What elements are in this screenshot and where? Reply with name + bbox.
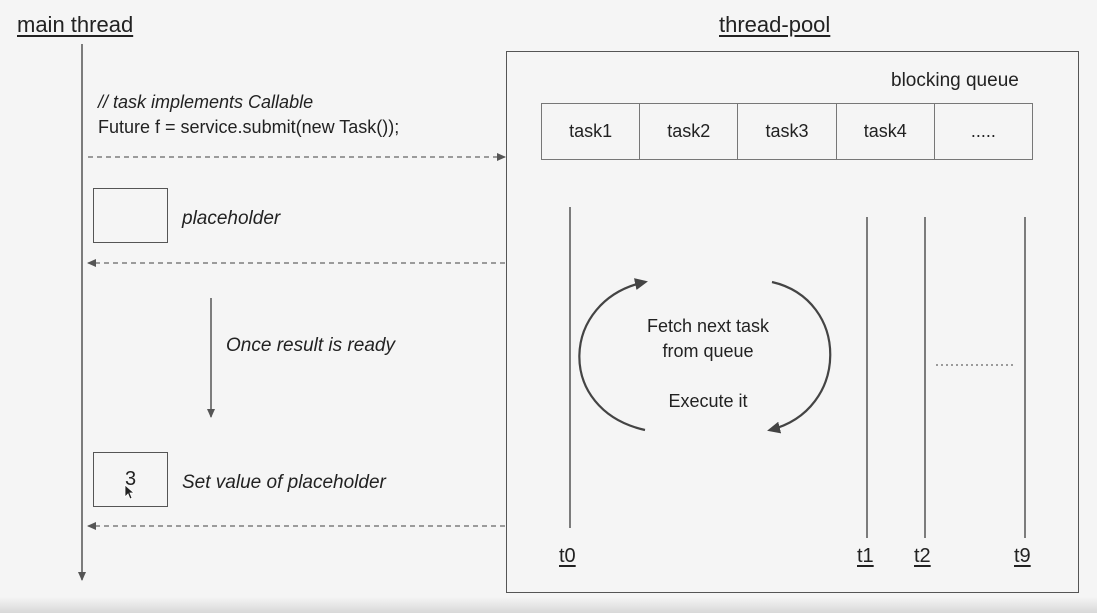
placeholder-label: placeholder	[182, 208, 281, 229]
mouse-pointer-icon	[124, 484, 136, 500]
main-thread-heading: main thread	[17, 12, 134, 37]
blocking-queue-label: blocking queue	[891, 70, 1019, 91]
blocking-queue: task1 task2 task3 task4 .....	[541, 103, 1033, 160]
queue-cell: task2	[640, 104, 739, 159]
set-value-label: Set value of placeholder	[182, 472, 386, 493]
cycle-execute: Execute it	[668, 391, 748, 411]
bottom-shadow-bar	[0, 597, 1097, 613]
cycle-fetch-line1: Fetch next task	[646, 316, 770, 336]
once-ready-label: Once result is ready	[226, 335, 395, 356]
cycle-arrow-left	[578, 278, 648, 432]
thread-label-t2: t2	[914, 545, 931, 567]
code-statement: Future f = service.submit(new Task());	[98, 117, 400, 137]
thread-label-t1: t1	[857, 545, 874, 567]
cycle-arrow-right	[767, 280, 832, 434]
placeholder-value: 3	[124, 468, 137, 490]
thread-label-t9: t9	[1014, 545, 1031, 567]
cycle-fetch-line2: from queue	[662, 341, 754, 361]
queue-cell: task4	[837, 104, 935, 159]
queue-cell: task1	[542, 104, 641, 159]
thread-pool-heading: thread-pool	[719, 12, 831, 37]
thread-label-t0: t0	[559, 545, 576, 567]
queue-cell: task3	[738, 104, 837, 159]
queue-cell: .....	[970, 121, 996, 141]
code-comment: // task implements Callable	[98, 92, 314, 112]
placeholder-box	[93, 188, 168, 243]
thread-pool-box	[506, 51, 1079, 593]
